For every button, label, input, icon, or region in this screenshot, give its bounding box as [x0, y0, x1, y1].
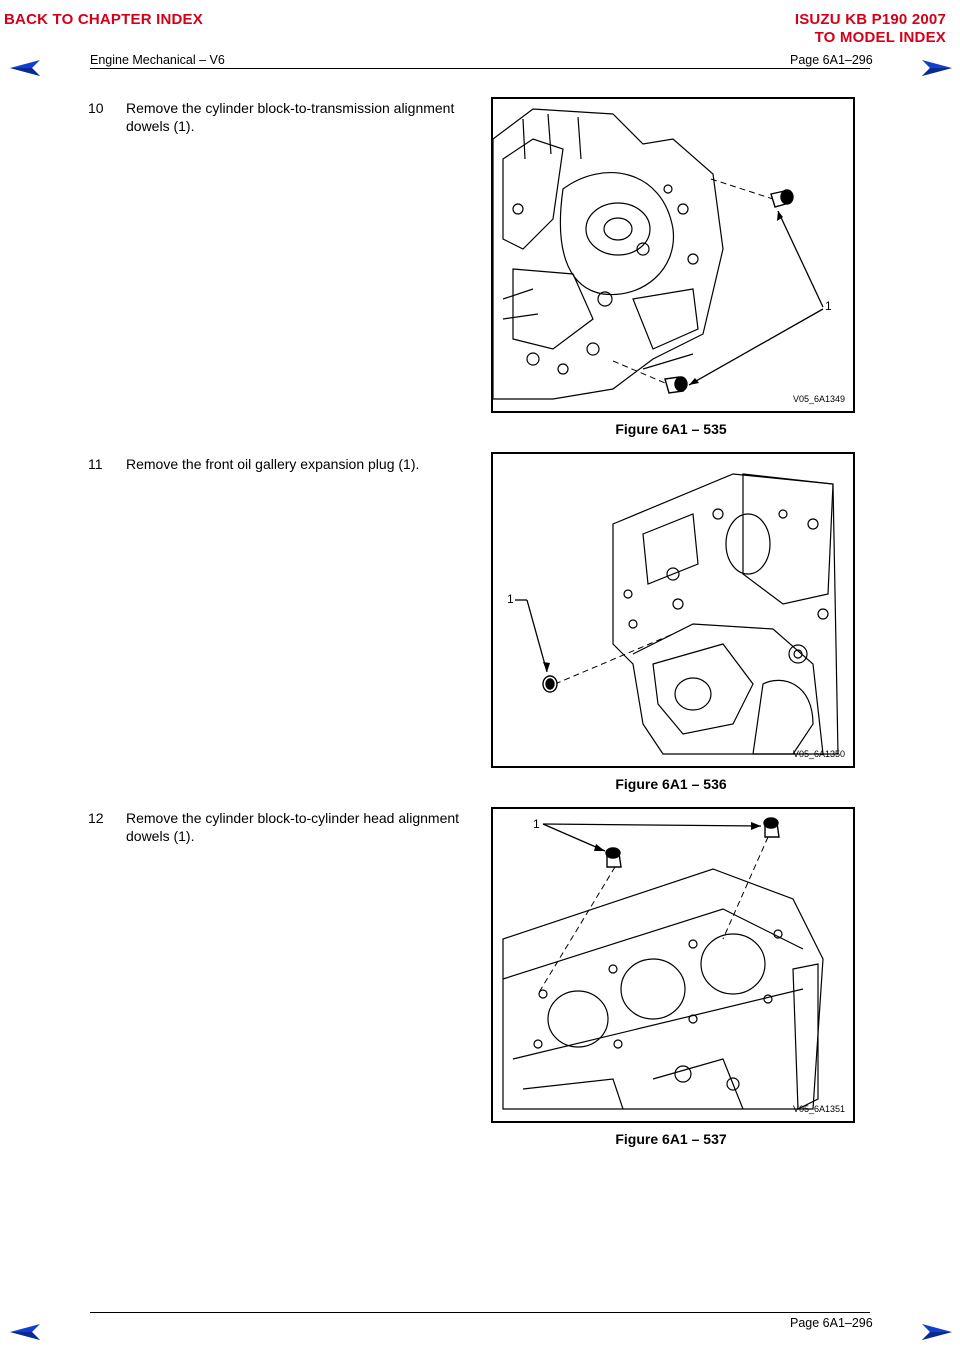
prev-page-arrow-icon[interactable]: [8, 1322, 42, 1342]
figure-caption: Figure 6A1 – 537: [615, 1131, 727, 1147]
step-text: Remove the cylinder block-to-cylinder he…: [126, 810, 460, 844]
footer-rule: [90, 1312, 870, 1313]
figure-code: V05_6A1351: [792, 1104, 845, 1114]
engine-block-top-illustration: [502, 817, 824, 1110]
step-text: Remove the cylinder block-to-transmissio…: [126, 100, 455, 134]
header-page-number: Page 6A1–296: [790, 53, 873, 67]
engine-block-rear-illustration: [493, 108, 824, 400]
figure-code: V05_6A1350: [792, 749, 845, 759]
callout-label: 1: [507, 592, 514, 606]
model-title-link[interactable]: ISUZU KB P190 2007: [794, 11, 946, 28]
to-model-index-link[interactable]: TO MODEL INDEX: [814, 29, 946, 46]
section-title: Engine Mechanical – V6: [90, 53, 225, 67]
figure-code: V05_6A1349: [792, 394, 845, 404]
back-to-chapter-index-link[interactable]: BACK TO CHAPTER INDEX: [4, 11, 203, 28]
callout-label: 1: [533, 817, 540, 831]
next-page-arrow-icon[interactable]: [920, 58, 954, 78]
prev-page-arrow-icon[interactable]: [8, 58, 42, 78]
header-rule: [90, 68, 870, 69]
step-text: Remove the front oil gallery expansion p…: [126, 456, 420, 472]
step-number: 10: [88, 100, 104, 116]
footer-page-number: Page 6A1–296: [790, 1316, 873, 1330]
callout-label: 1: [825, 299, 832, 313]
step-number: 12: [88, 810, 104, 826]
figure-535-image: 1 V05_6A1349: [491, 97, 855, 413]
step-number: 11: [88, 456, 103, 472]
figure-536-image: 1 V05_6A1350: [491, 452, 855, 768]
engine-block-front-illustration: [515, 473, 839, 755]
next-page-arrow-icon[interactable]: [920, 1322, 954, 1342]
figure-caption: Figure 6A1 – 536: [615, 776, 727, 792]
figure-caption: Figure 6A1 – 535: [615, 421, 727, 437]
figure-537-image: 1 V05_6A1351: [491, 807, 855, 1123]
